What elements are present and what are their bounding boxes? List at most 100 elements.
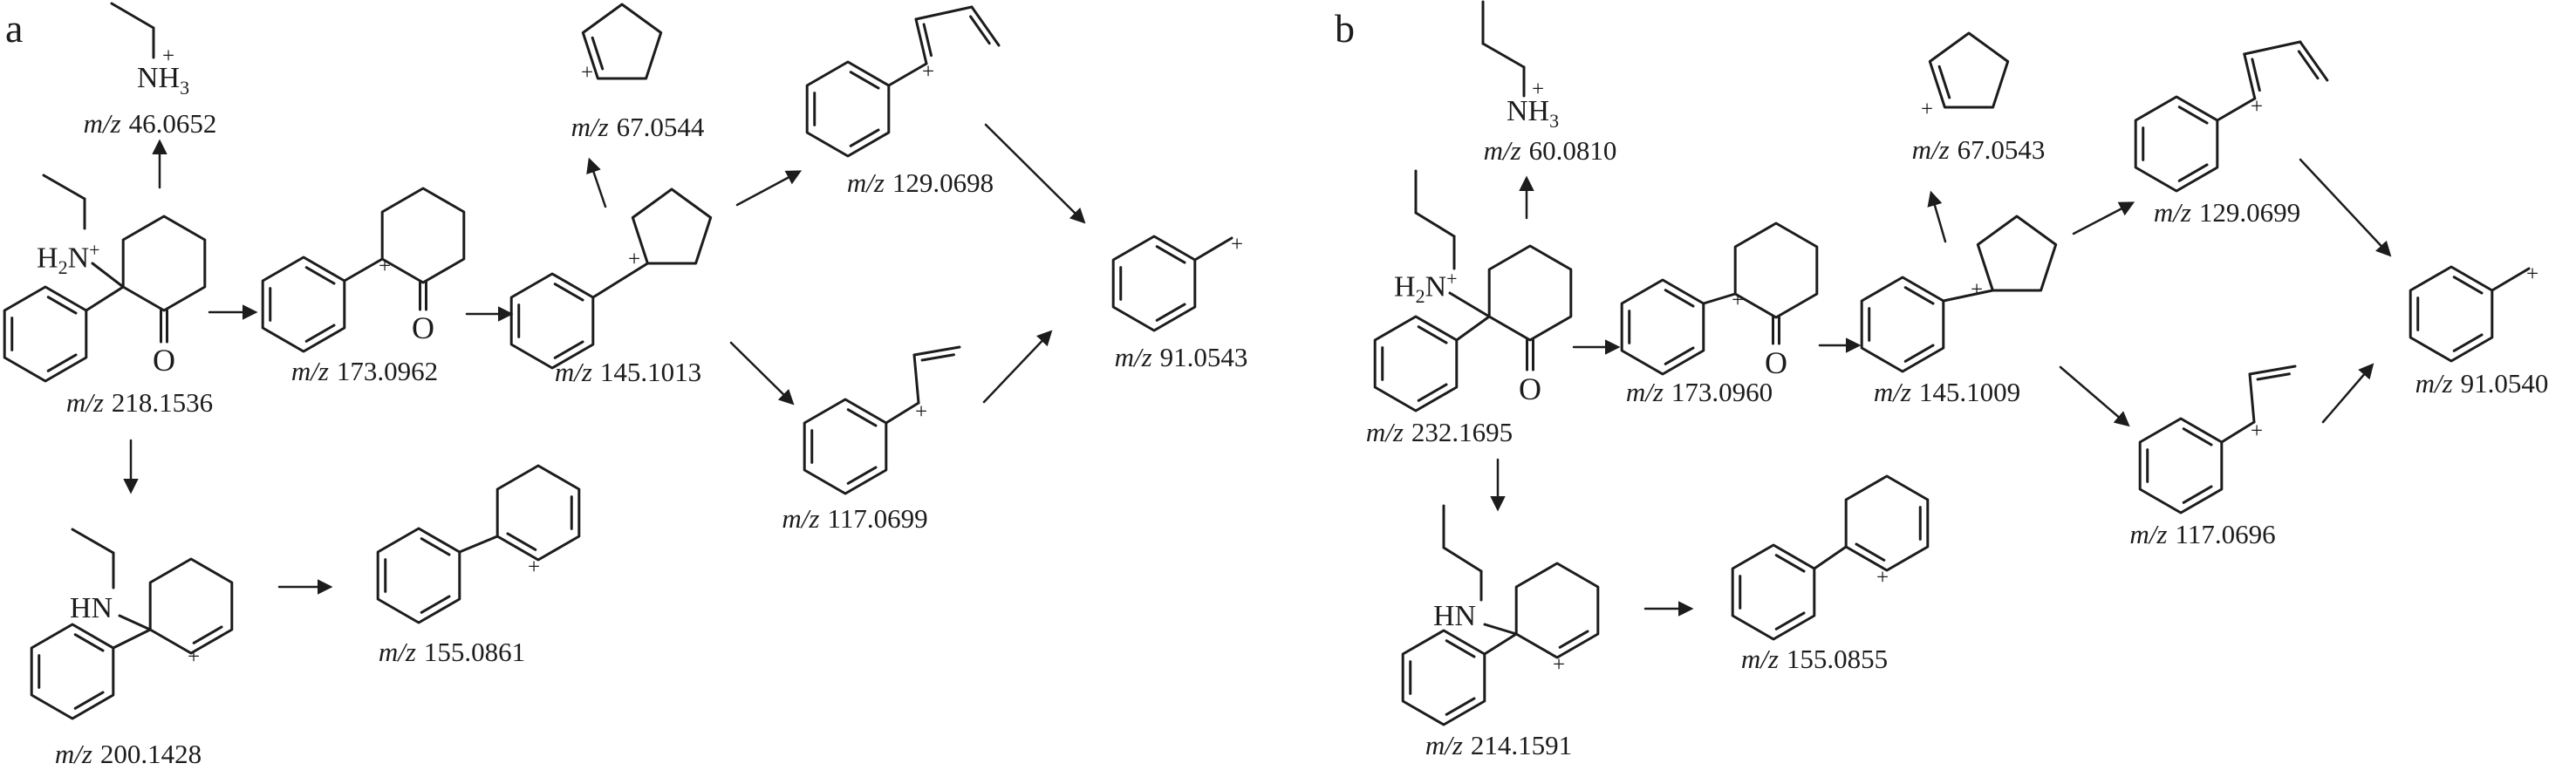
arrow-b-117-to-91 (2321, 363, 2374, 424)
plus-charge-173-a: + (379, 255, 392, 278)
mz-value: 67.0544 (616, 112, 705, 142)
plus-charge-67-a: + (581, 61, 594, 85)
mz-prefix: m/z (1625, 377, 1664, 407)
plus-charge-155-b: + (1876, 566, 1889, 590)
mz-prefix: m/z (782, 503, 820, 534)
arrow-a-145-to-117 (729, 341, 795, 406)
mz-prefix: m/z (1911, 134, 1950, 165)
atom-label-amine-200-a: HN (70, 594, 113, 624)
plus-charge-117-b: + (2251, 419, 2264, 443)
structure-ethylammonium-a (110, 2, 155, 59)
mz-value: 117.0699 (827, 503, 928, 534)
atom-text: HN (1433, 600, 1477, 632)
structure-aminocyclohexenyl-a (30, 528, 234, 720)
mz-value: 232.1695 (1411, 417, 1513, 447)
mz-prefix: m/z (1483, 135, 1521, 166)
mz-prefix: m/z (378, 637, 416, 667)
mz-value: 91.0540 (2460, 368, 2549, 399)
mz-value: 129.0698 (892, 167, 994, 198)
atom-label-amine-precursor-a: H2N+ (37, 241, 100, 277)
mz-value: 145.1009 (1918, 377, 2021, 407)
structure-precursor-a (3, 174, 207, 383)
plus-charge-214-b: + (1553, 653, 1566, 677)
arrow-a-145-to-67 (586, 157, 607, 208)
arrow-b-145-to-129 (2072, 201, 2135, 235)
atom-label-carbonyl-precursor-b: O (1519, 371, 1541, 406)
atom-sub: 3 (1549, 109, 1560, 132)
mz-value: 218.1536 (111, 387, 214, 418)
atom-label-propylammonium-b: NH3 (1507, 97, 1559, 131)
mz-prefix: m/z (290, 356, 329, 386)
structure-aminocyclohexenyl-b (1401, 504, 1600, 726)
fragmentation-arrows (123, 123, 2392, 617)
structure-phenylcyclopentyl-b (1860, 215, 2058, 373)
structure-cyclopentenyl-b (1928, 31, 2010, 109)
mz-prefix: m/z (1740, 644, 1779, 674)
atom-sup-charge: + (89, 239, 100, 261)
atom-sub: 2 (58, 256, 68, 279)
arrow-a-145-to-129 (735, 170, 803, 207)
structure-phenylcyclopentyl-a (509, 187, 713, 370)
structure-phenylcyclohexadienyl-a (376, 464, 581, 624)
mz-prefix: m/z (2153, 197, 2191, 228)
structure-phenylbutadienyl-b (2134, 40, 2329, 193)
structure-benzyl-b (2409, 265, 2531, 363)
mz-value: 200.1428 (99, 739, 202, 769)
structure-cyclopentenyl-a (581, 3, 663, 80)
mz-prefix: m/z (1873, 377, 1911, 407)
mz-value: 155.0861 (423, 637, 526, 667)
plus-charge-129-a: + (922, 60, 935, 84)
structure-precursor-b (1373, 169, 1573, 412)
atom-label-ethylammonium-a: NH3 (137, 64, 189, 98)
structure-phenylallyl-b (2138, 365, 2297, 515)
atom-text: N (67, 242, 90, 275)
mz-value: 67.0543 (1957, 134, 2046, 165)
mz-value: 173.0960 (1671, 377, 1773, 407)
arrow-b-129-to-91 (2299, 158, 2392, 257)
plus-charge-200-a: + (188, 645, 201, 669)
plus-charge-155-a: + (528, 555, 541, 579)
arrow-b-145-to-117 (2059, 365, 2130, 427)
mz-prefix: m/z (65, 387, 104, 418)
mz-value: 214.1591 (1470, 730, 1573, 760)
atom-sub: 3 (180, 76, 190, 99)
mz-prefix: m/z (1114, 342, 1152, 372)
atom-text: N (1425, 270, 1447, 303)
plus-charge-propylammonium-b: + (1532, 78, 1545, 101)
mz-prefix: m/z (83, 108, 121, 139)
atom-label-carbonyl-173-b: O (1765, 345, 1787, 380)
mz-value: 117.0696 (2175, 519, 2276, 549)
mz-prefix: m/z (1425, 730, 1463, 760)
structure-phenylcyclohexadienyl-b (1731, 474, 1930, 641)
plus-charge-ethylammonium-a: + (162, 44, 175, 68)
mz-value: 155.0855 (1786, 644, 1889, 674)
atom-sub: 2 (1415, 285, 1425, 308)
arrow-a-129-to-91 (984, 123, 1086, 224)
arrow-b-145-to-67 (1927, 190, 1947, 243)
mz-prefix: m/z (2129, 519, 2168, 549)
atom-text: H (1394, 270, 1416, 303)
plus-charge-145-a: + (628, 248, 641, 271)
atom-sup-charge: + (1446, 268, 1458, 290)
structure-propylammonium-b (1481, 0, 1526, 98)
atom-text: NH (1507, 95, 1550, 127)
structure-phenylcyclohexanone-b (1620, 222, 1819, 376)
